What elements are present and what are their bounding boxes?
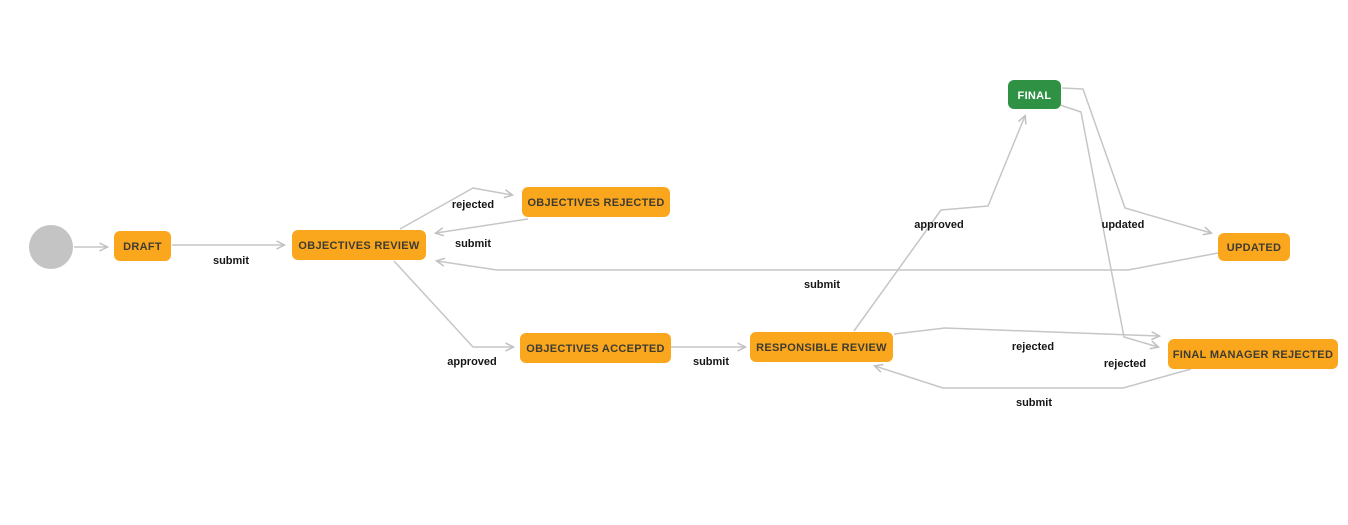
edge-label: rejected xyxy=(452,199,494,211)
edge-label: submit xyxy=(804,279,840,291)
edge-final-to-updated xyxy=(1061,87,1214,236)
edge-label: submit xyxy=(213,255,249,267)
state-box[interactable] xyxy=(114,231,171,261)
edge-label: approved xyxy=(447,356,497,368)
edge-label: submit xyxy=(1016,397,1052,409)
node-responsible-review[interactable]: RESPONSIBLE REVIEW xyxy=(750,332,893,362)
node-start[interactable] xyxy=(29,225,73,269)
edge-label: approved xyxy=(914,219,964,231)
edge-label: submit xyxy=(455,238,491,250)
edge-label: rejected xyxy=(1012,341,1054,353)
state-box[interactable] xyxy=(1218,233,1290,261)
start-circle[interactable] xyxy=(29,225,73,269)
state-box[interactable] xyxy=(522,187,670,217)
node-updated[interactable]: UPDATED xyxy=(1218,233,1290,261)
state-box[interactable] xyxy=(1168,339,1338,369)
edge-label: submit xyxy=(693,356,729,368)
edge-final-manager-rejected-to-responsible-review xyxy=(872,363,1192,389)
final-state-box[interactable] xyxy=(1008,80,1061,109)
edge-labels: submit rejected submit approved submit a… xyxy=(213,199,1146,409)
node-label: RESPONSIBLE REVIEW xyxy=(756,342,887,354)
edge-responsible-review-to-final-manager-rejected xyxy=(893,327,1162,341)
node-label: FINAL MANAGER REJECTED xyxy=(1173,349,1333,361)
state-box[interactable] xyxy=(520,333,671,363)
node-objectives-rejected[interactable]: OBJECTIVES REJECTED xyxy=(522,187,670,217)
node-objectives-review[interactable]: OBJECTIVES REVIEW xyxy=(292,230,426,260)
node-final-manager-rejected[interactable]: FINAL MANAGER REJECTED xyxy=(1168,339,1338,369)
edge-label: rejected xyxy=(1104,358,1146,370)
state-box[interactable] xyxy=(750,332,893,362)
edge-objectives-rejected-to-objectives-review xyxy=(433,218,529,237)
state-box[interactable] xyxy=(292,230,426,260)
node-objectives-accepted[interactable]: OBJECTIVES ACCEPTED xyxy=(520,333,671,363)
edge-final-to-final-manager-rejected xyxy=(1059,104,1161,350)
node-label: FINAL xyxy=(1018,90,1052,102)
node-label: UPDATED xyxy=(1227,242,1281,254)
node-label: DRAFT xyxy=(123,241,162,253)
edges xyxy=(74,87,1219,389)
node-draft[interactable]: DRAFT xyxy=(114,231,171,261)
edge-objectives-review-to-objectives-rejected xyxy=(399,187,515,230)
node-label: OBJECTIVES ACCEPTED xyxy=(526,343,665,355)
node-label: OBJECTIVES REVIEW xyxy=(298,240,420,252)
edge-updated-to-objectives-review xyxy=(434,252,1219,271)
node-label: OBJECTIVES REJECTED xyxy=(527,197,664,209)
node-final[interactable]: FINAL xyxy=(1008,80,1061,109)
edge-objectives-review-to-objectives-accepted xyxy=(393,260,516,352)
edge-label: updated xyxy=(1102,219,1145,231)
